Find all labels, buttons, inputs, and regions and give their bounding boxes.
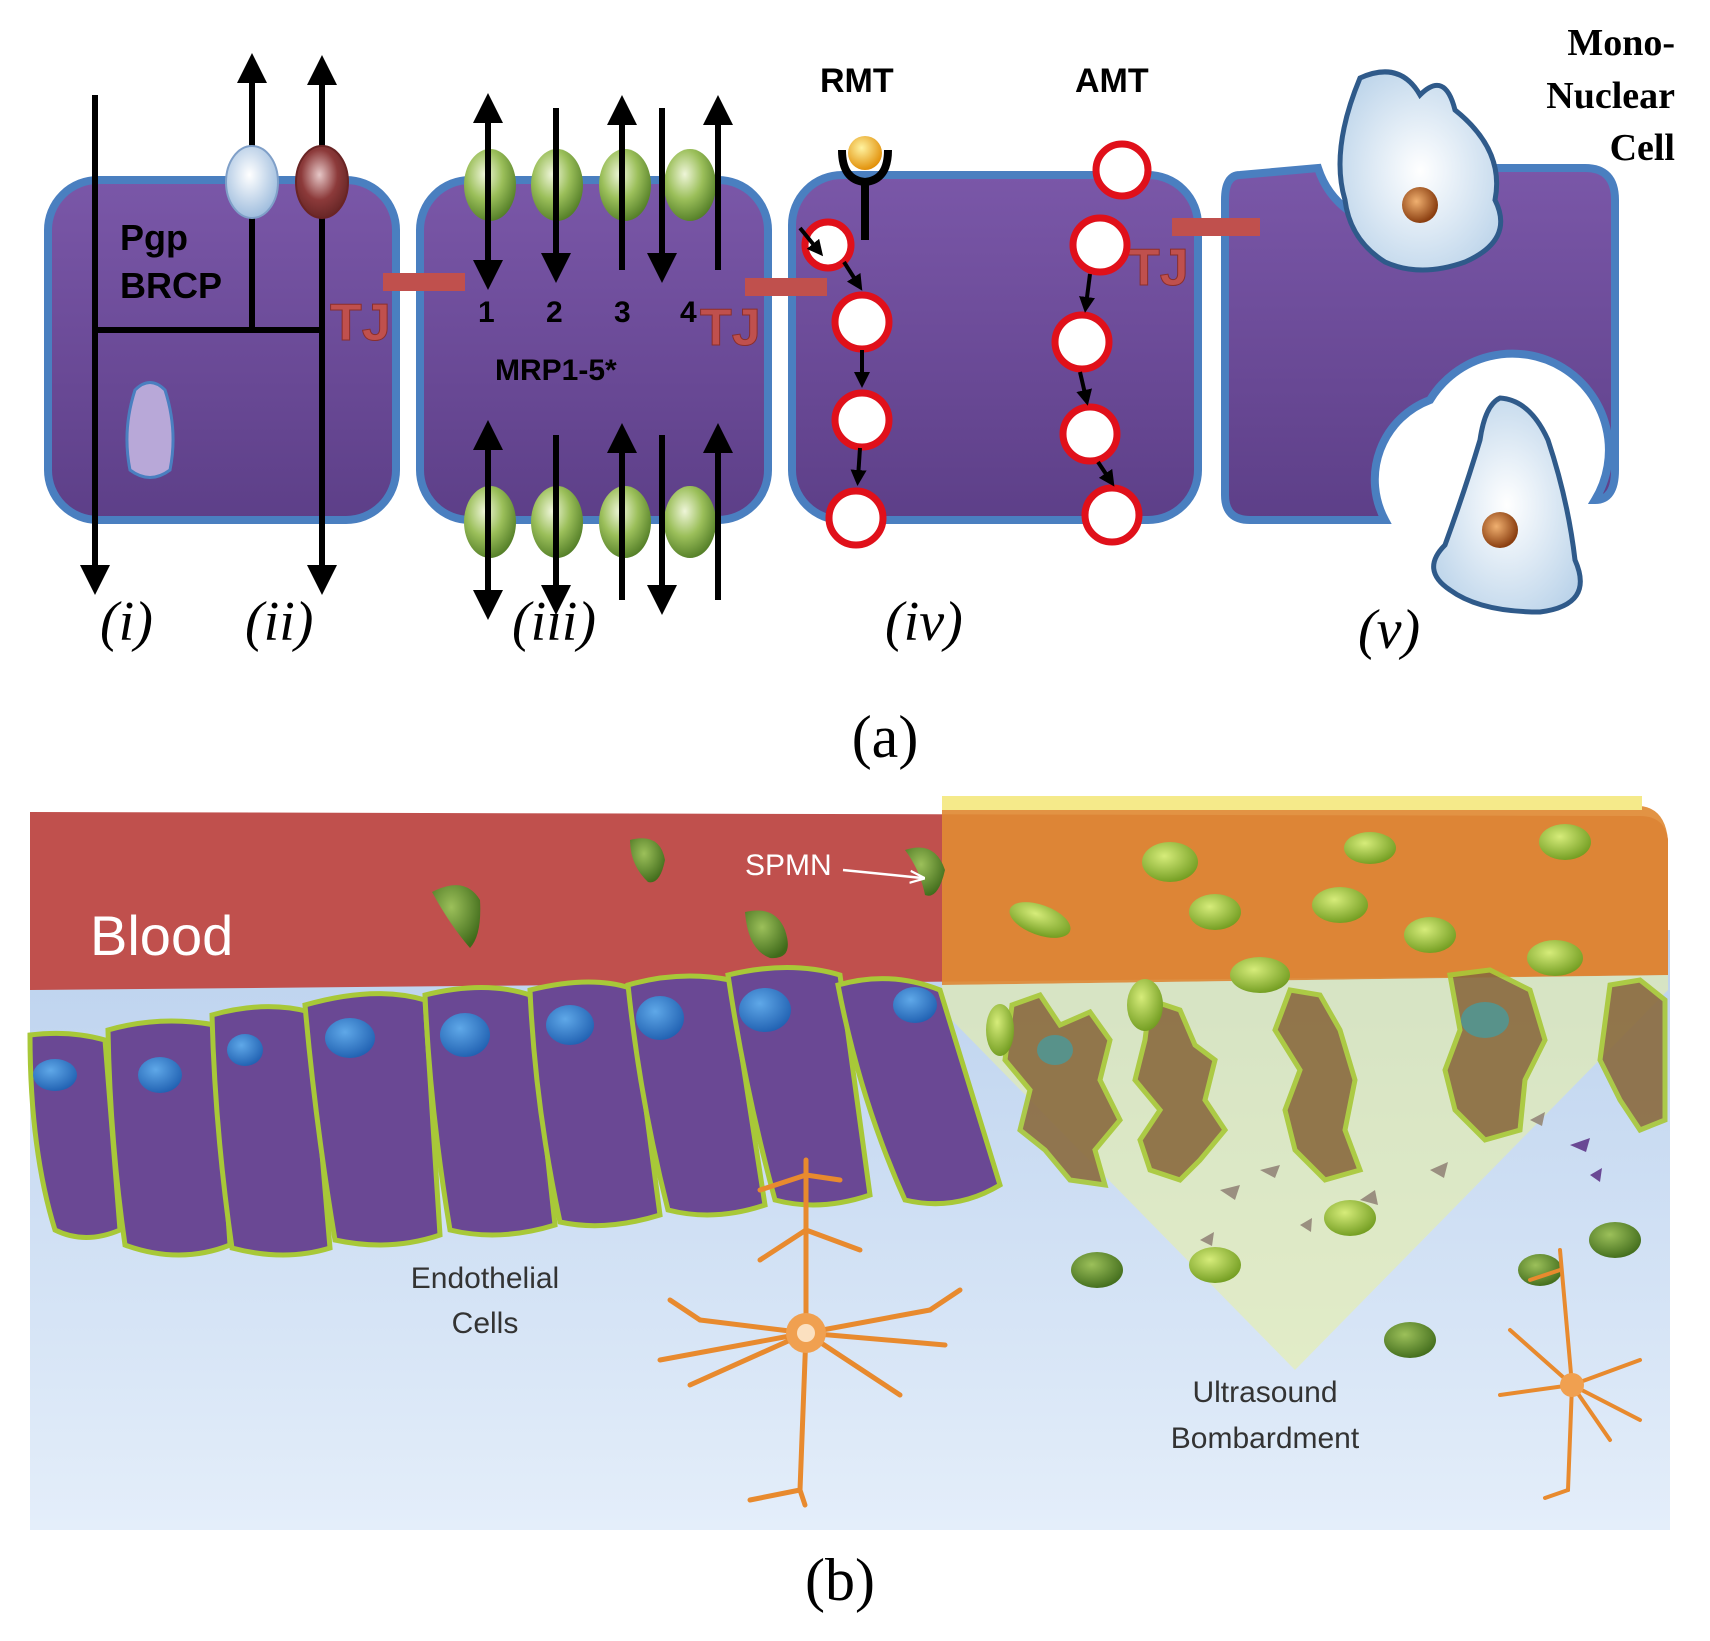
neuron-soma [1560, 1373, 1584, 1397]
tj-label: TJ [1128, 239, 1189, 297]
cell-iii [416, 176, 772, 524]
pgp-transporter [225, 145, 279, 219]
rmt-label: RMT [820, 62, 894, 100]
amt-label: AMT [1075, 62, 1149, 100]
spmn-label: SPMN [745, 849, 832, 882]
cell-debris-purple [1570, 1138, 1602, 1182]
blood-label: Blood [90, 904, 233, 967]
mrp-arrows [473, 93, 733, 620]
tj-label: TJ [330, 294, 391, 352]
panel-b-caption: (b) [805, 1547, 875, 1613]
mrp-label: MRP1-5* [495, 354, 617, 387]
pgp-label: Pgp [120, 217, 188, 258]
endothelial-cells [27, 965, 1003, 1258]
neuron-left [657, 1157, 963, 1508]
brcp-label: BRCP [120, 265, 222, 306]
rmt-vesicles [801, 218, 893, 549]
endothelial-label-line1: Endothelial [411, 1262, 559, 1295]
mononuclear-nucleus [1482, 512, 1518, 548]
disrupted-nuclei [1037, 1002, 1509, 1065]
mononuclear-nucleus [1402, 187, 1438, 223]
rmt-arrows [798, 226, 870, 486]
ultrasound-zone-blood [942, 800, 1668, 985]
amt-vesicles [1051, 140, 1152, 546]
endothelial-label-line2: Cells [452, 1307, 519, 1340]
pathway-label-ii: (ii) [245, 591, 313, 653]
brcp-transporter [295, 145, 349, 219]
spmn-particles-zone [986, 824, 1591, 1283]
mono-label-line1: Mono- [1567, 22, 1675, 64]
cell-debris [1200, 1112, 1545, 1246]
ultrasound-zone-top [942, 796, 1642, 810]
mrp-number-4: 4 [680, 296, 697, 329]
neuron-nucleus [797, 1324, 815, 1342]
mono-label-line2: Nuclear [1546, 75, 1675, 117]
pathway-label-iv: (iv) [885, 591, 963, 653]
panel-a: TJ TJ TJ Pgp BRCP [44, 22, 1675, 770]
amt-arrows [1076, 273, 1115, 487]
ultrasound-label-line2: Bombardment [1171, 1422, 1360, 1455]
spmn-particles-tissue [1071, 1222, 1641, 1358]
panel-b: Blood SPMN Endothelial Cells Ultrasound … [27, 796, 1670, 1613]
panel-a-caption: (a) [852, 704, 919, 770]
tj-label: TJ [700, 299, 761, 357]
tight-junction-bar [383, 273, 465, 291]
pathway-label-iii: (iii) [512, 591, 596, 653]
tight-junction-bar [745, 278, 827, 296]
disrupted-cells [1002, 967, 1668, 1189]
endothelial-nuclei [33, 987, 937, 1093]
pathway-label-v: (v) [1358, 599, 1420, 661]
mononuclear-cell-bottom [1431, 395, 1583, 615]
pathway-label-i: (i) [100, 591, 153, 653]
mononuclear-cell-top [1337, 69, 1504, 273]
ultrasound-label-line1: Ultrasound [1192, 1376, 1337, 1409]
ligand [848, 136, 882, 170]
mrp-number-3: 3 [614, 296, 631, 329]
spmn-pointer [842, 868, 922, 878]
tight-junction-bar [1172, 218, 1260, 236]
mrp-number-1: 1 [478, 296, 495, 329]
mrp-number-2: 2 [546, 296, 563, 329]
mono-label-line3: Cell [1610, 127, 1675, 169]
cell-nucleus [125, 381, 175, 479]
